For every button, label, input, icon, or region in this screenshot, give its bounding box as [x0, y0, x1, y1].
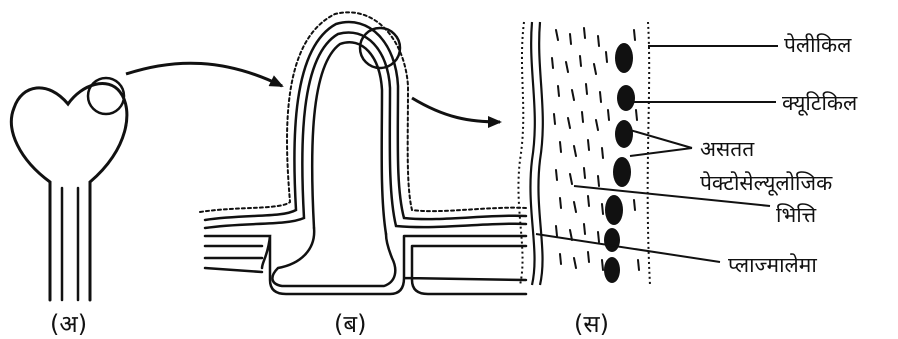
leader-plasmalemma — [536, 234, 720, 262]
label-pellicle: पेलीकिल — [784, 33, 852, 57]
arrow-b-to-c — [412, 98, 500, 122]
panel-c-wall-section — [518, 22, 650, 285]
label-wall: भित्ति — [776, 203, 817, 227]
panel-label-b: (ब) — [334, 310, 366, 338]
leader-discontinuous-1 — [630, 130, 692, 148]
leader-discontinuous-2 — [630, 148, 692, 156]
arrow-a-to-b — [126, 63, 282, 86]
label-discontinuous: असतत — [700, 137, 755, 161]
plasmalemma-line-2 — [538, 22, 542, 285]
panel-label-c: (स) — [574, 310, 609, 338]
label-pectocellulosic: पेक्टोसेल्यूलोजिक — [700, 171, 833, 196]
label-cuticle: क्यूटिकिल — [782, 91, 858, 116]
label-plasmalemma: प्लाज्मालेमा — [728, 253, 817, 277]
hair-stalk-inner — [62, 188, 78, 300]
panel-label-a: (अ) — [50, 310, 87, 338]
hair-outline — [11, 83, 126, 300]
cell-body-outline — [272, 228, 395, 286]
wall-layer-3 — [312, 42, 386, 234]
outer-dotted-layer — [200, 12, 526, 212]
plasmalemma-line-1 — [530, 22, 534, 285]
panel-b-hair-tip — [200, 12, 526, 294]
panel-a-hair — [11, 78, 126, 300]
